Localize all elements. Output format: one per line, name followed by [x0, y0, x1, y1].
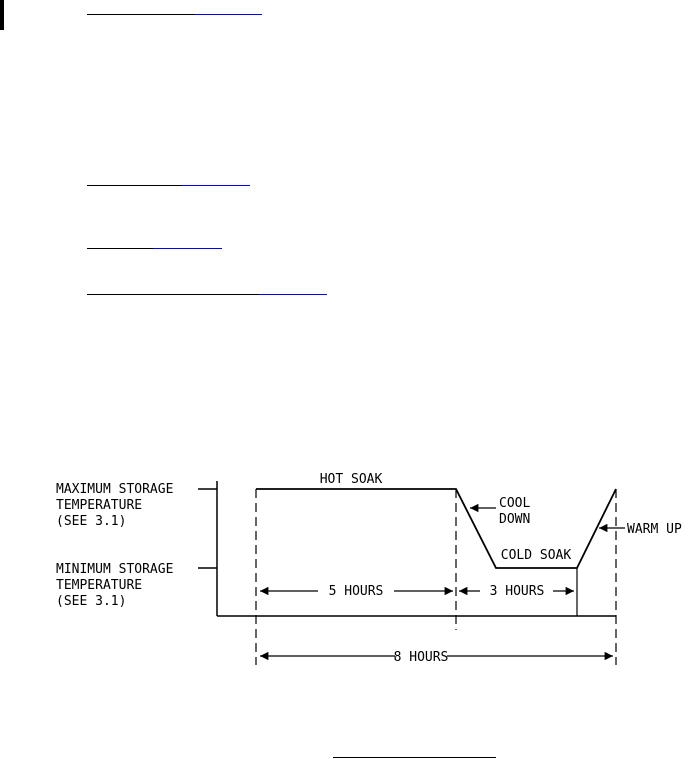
min-temp-label-line1: MINIMUM STORAGE: [56, 562, 173, 577]
link-underline-1[interactable]: [87, 14, 262, 15]
five-hours-label: 5 HOURS: [329, 584, 384, 599]
min-temp-label-line3: (SEE 3.1): [56, 594, 126, 609]
three-hours-label: 3 HOURS: [490, 584, 545, 599]
storage-temperature-cycle-diagram: MAXIMUM STORAGE TEMPERATURE (SEE 3.1) MI…: [56, 472, 682, 665]
link-underline-4[interactable]: [87, 294, 327, 295]
max-temp-label-line1: MAXIMUM STORAGE: [56, 482, 173, 497]
warm-up-label: WARM UP: [627, 522, 682, 537]
page-corner-mark: [0, 0, 4, 30]
max-temp-label-line3: (SEE 3.1): [56, 514, 126, 529]
cool-down-label-line2: DOWN: [499, 512, 530, 527]
temperature-profile-line: [256, 488, 617, 569]
cool-down-label-line1: COOL: [499, 496, 530, 511]
eight-hours-label: 8 HOURS: [394, 650, 449, 665]
min-temp-label-line2: TEMPERATURE: [56, 578, 142, 593]
cold-soak-label: COLD SOAK: [501, 548, 572, 563]
max-temp-label-line2: TEMPERATURE: [56, 498, 142, 513]
hot-soak-label: HOT SOAK: [320, 472, 383, 487]
link-underline-3[interactable]: [87, 248, 222, 249]
link-underline-2[interactable]: [87, 185, 250, 186]
caption-underline: [333, 757, 496, 758]
